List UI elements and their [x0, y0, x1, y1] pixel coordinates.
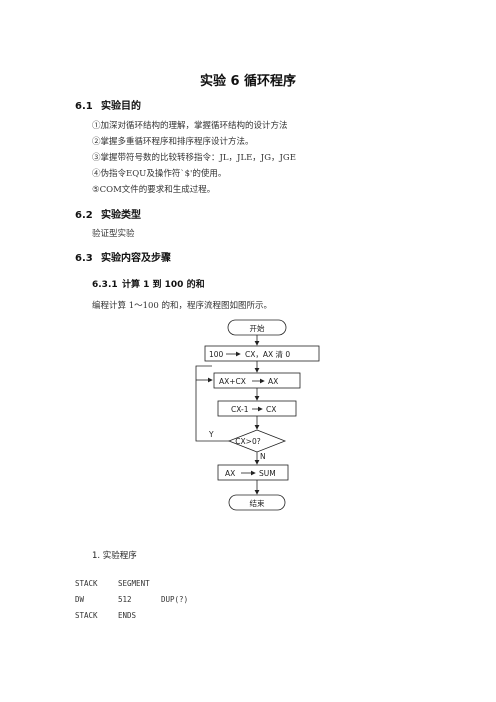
page-title: 实验 6 循环程序: [199, 74, 297, 89]
section-title: 实验目的: [101, 101, 141, 112]
dec-right-label: CX: [266, 405, 276, 414]
program-heading: 1. 实验程序: [92, 551, 137, 561]
task-description: 编程计算 1～100 的和，程序流程图如图所示。: [92, 301, 273, 311]
init-box: [204, 345, 320, 362]
objective-item: ③掌握带符号数的比较转移指令：JL，JLE，JG，JGE: [92, 153, 296, 163]
section-6-1-heading: 6.1 实验目的: [75, 97, 141, 112]
subsection-6-3-1-heading: 6.3.1 计算 1 到 100 的和: [92, 277, 205, 290]
section-number: 6.2: [75, 210, 93, 221]
section-title: 实验类型: [101, 210, 141, 221]
condition-label: CX>0?: [235, 437, 260, 446]
objective-item: ①加深对循环结构的理解，掌握循环结构的设计方法: [92, 121, 288, 131]
store-right-label: SUM: [259, 469, 276, 478]
end-terminal: [228, 494, 286, 511]
section-6-3-heading: 6.3 实验内容及步骤: [75, 249, 171, 264]
end-label: 结束: [250, 498, 265, 508]
section-6-2-heading: 6.2 实验类型: [75, 206, 141, 221]
loop-back-line: [195, 365, 229, 442]
add-left-label: AX+CX: [219, 377, 246, 386]
start-label: 开始: [250, 323, 265, 333]
add-right-label: AX: [268, 377, 278, 386]
section-number: 6.1: [75, 101, 93, 112]
section-number: 6.3: [75, 253, 93, 264]
no-label: N: [260, 452, 266, 461]
subsection-number: 6.3.1: [92, 280, 118, 290]
subsection-title: 计算 1 到 100 的和: [122, 280, 205, 290]
init-left-label: 100: [209, 350, 224, 359]
store-left-label: AX: [225, 469, 235, 478]
dec-left-label: CX-1: [231, 405, 249, 414]
section-title: 实验内容及步骤: [101, 253, 171, 264]
yes-label: Y: [208, 430, 214, 439]
objective-item: ⑤COM文件的要求和生成过程。: [92, 185, 216, 195]
experiment-type: 验证型实验: [92, 229, 135, 239]
objective-item: ②掌握多重循环程序和排序程序设计方法。: [92, 137, 254, 147]
init-right-label: CX，AX 清 0: [245, 349, 290, 359]
objective-item: ④伪指令EQU及操作符`$'的使用。: [92, 169, 227, 179]
decrement-box: [217, 400, 297, 417]
